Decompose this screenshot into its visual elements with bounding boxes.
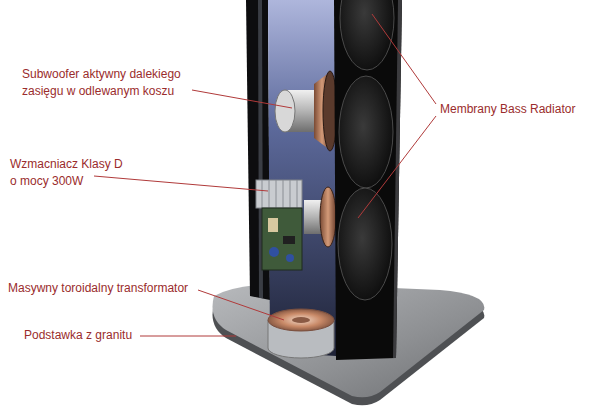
cabinet-interior [268, 0, 336, 356]
board-component [283, 236, 295, 244]
label-box: Masywny toroidalny transformator [8, 280, 208, 297]
bass-radiator [338, 188, 392, 300]
label-box: Membrany Bass Radiator [440, 101, 588, 118]
part-label: Masywny toroidalny transformator [8, 280, 208, 297]
part-label: Wzmacniacz Klasy D o mocy 300W [10, 156, 130, 190]
part-label: Subwoofer aktywny dalekiego zasięgu w od… [22, 66, 194, 100]
leader-line [140, 336, 236, 337]
driver-magnet-end [275, 90, 295, 132]
board-capacitor [269, 247, 279, 257]
heat-sink [256, 180, 302, 208]
label-box: Wzmacniacz Klasy D o mocy 300W [10, 156, 130, 190]
label-box: Podstawka z granitu [24, 327, 154, 344]
leader-line [372, 14, 436, 104]
bass-radiator [340, 0, 394, 70]
driver-cone [320, 187, 336, 247]
heat-sink-fins [262, 180, 297, 208]
leader-line [94, 176, 268, 191]
leader-line [198, 290, 284, 320]
board-component [268, 218, 278, 232]
part-label: Membrany Bass Radiator [440, 101, 588, 118]
part-label: Podstawka z granitu [24, 327, 154, 344]
board-capacitor [286, 254, 294, 262]
label-box: Subwoofer aktywny dalekiego zasięgu w od… [22, 66, 194, 100]
leader-line [192, 90, 292, 108]
transformer-core [292, 317, 310, 323]
circuit-board [262, 208, 302, 270]
bass-radiator [339, 76, 393, 188]
toroidal-transformer [268, 309, 334, 331]
leader-line [358, 116, 436, 218]
